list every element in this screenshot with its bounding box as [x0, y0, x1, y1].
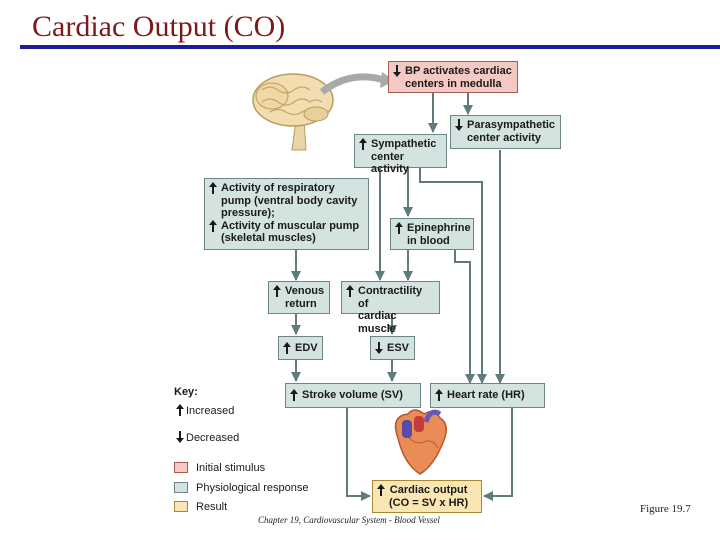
epinephrine-label: Epinephrine in blood: [407, 222, 471, 247]
increase-arrow-icon: [209, 219, 217, 236]
sympathetic-box: Sympathetic center activity: [354, 134, 447, 175]
increase-arrow-icon: [273, 285, 281, 301]
decrease-arrow-icon: [375, 342, 383, 358]
result-swatch: [174, 501, 188, 512]
venous-return-box: Venous return: [268, 281, 330, 314]
heart-rate-box: Heart rate (HR): [430, 383, 545, 408]
increase-arrow-icon: [395, 222, 403, 238]
legend-result: Result: [196, 501, 228, 513]
legend-decreased: Decreased: [186, 432, 240, 444]
edv-box: EDV: [278, 336, 323, 360]
increase-arrow-icon: [359, 138, 367, 154]
bp-medulla-box: BP activates cardiac centers in medulla: [388, 61, 518, 93]
legend-initial-stimulus: Initial stimulus: [196, 462, 266, 474]
slide-title: Cardiac Output (CO): [32, 10, 286, 43]
increase-arrow-icon: [283, 342, 291, 358]
physiological-response-swatch: [174, 482, 188, 493]
esv-label: ESV: [387, 342, 410, 354]
figure-label: Figure 19.7: [640, 503, 691, 515]
increase-arrow-icon: [209, 182, 217, 198]
decrease-arrow-icon: [455, 119, 463, 135]
initial-stimulus-swatch: [174, 462, 188, 473]
venous-return-label: Venous return: [285, 285, 325, 310]
title-underline: [20, 45, 720, 49]
cardiac-output-box: Cardiac output (CO = SV x HR): [372, 480, 482, 513]
esv-box: ESV: [370, 336, 415, 360]
legend-physiological-response: Physiological response: [196, 482, 309, 494]
brain-illustration: [252, 73, 334, 151]
edv-label: EDV: [295, 342, 318, 354]
decrease-arrow-icon: [176, 431, 184, 446]
stroke-volume-label: Stroke volume (SV): [302, 389, 403, 401]
sympathetic-label: Sympathetic center activity: [371, 138, 437, 175]
increase-arrow-icon: [435, 389, 443, 405]
parasympathetic-label: Parasympathetic center activity: [467, 119, 556, 144]
stroke-volume-box: Stroke volume (SV): [285, 383, 421, 408]
legend-title: Key:: [174, 386, 198, 398]
contractility-label: Contractility of cardiac muscle: [358, 285, 423, 335]
muscular-label: Activity of muscular pump (skeletal musc…: [221, 219, 360, 245]
increase-arrow-icon: [346, 285, 354, 301]
decrease-arrow-icon: [393, 65, 401, 81]
contractility-box: Contractility of cardiac muscle: [341, 281, 440, 335]
heart-illustration: [394, 409, 447, 475]
slide-caption: Chapter 19, Cardiovascular System - Bloo…: [258, 515, 440, 525]
epinephrine-box: Epinephrine in blood: [390, 218, 474, 250]
heart-rate-label: Heart rate (HR): [447, 389, 525, 401]
increase-arrow-icon: [290, 389, 298, 405]
bp-medulla-label: BP activates cardiac centers in medulla: [405, 65, 512, 90]
cardiac-output-label: Cardiac output (CO = SV x HR): [389, 484, 469, 509]
legend: Key: Increased Decreased Initial stimulu…: [174, 386, 334, 516]
respiratory-label: Activity of respiratory pump (ventral bo…: [221, 182, 358, 219]
respiratory-muscular-box: Activity of respiratory pump (ventral bo…: [204, 178, 369, 250]
increase-arrow-icon: [176, 404, 184, 419]
increase-arrow-icon: [377, 484, 385, 500]
legend-increased: Increased: [186, 405, 235, 417]
parasympathetic-box: Parasympathetic center activity: [450, 115, 561, 149]
